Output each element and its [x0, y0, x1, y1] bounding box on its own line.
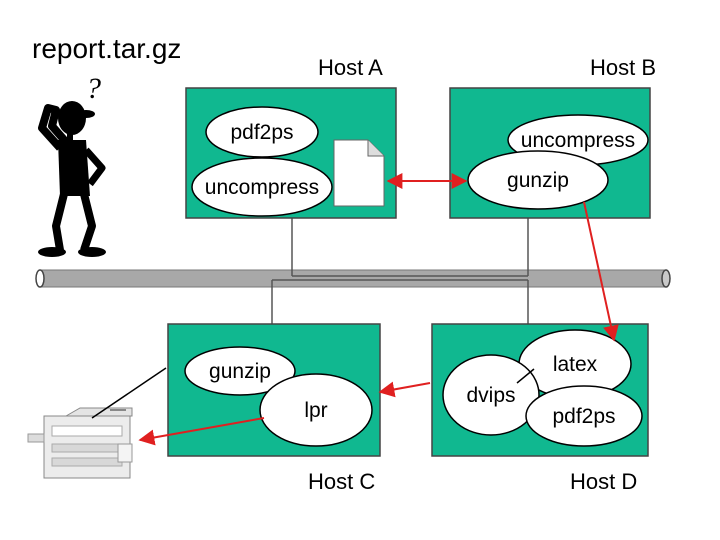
process-label: gunzip	[507, 169, 569, 192]
dvips-latex-link	[516, 368, 535, 384]
host-b-label: Host B	[590, 55, 656, 80]
process-dvips-d	[442, 354, 540, 436]
process-label: lpr	[304, 399, 327, 422]
confused-person-icon: ?	[38, 72, 106, 257]
process-gunzip-c	[184, 346, 296, 396]
file-title: report.tar.gz	[32, 33, 181, 64]
process-gunzip-b	[467, 150, 609, 210]
bus-connections	[271, 218, 529, 324]
process-label: latex	[553, 353, 598, 376]
process-pdf2ps-d	[525, 385, 643, 447]
host-d: latex dvips pdf2ps	[431, 323, 649, 457]
host-a-label: Host A	[318, 55, 383, 80]
host-c: gunzip lpr	[167, 323, 381, 457]
arrow-d-to-c	[378, 381, 431, 398]
printer-icon	[27, 407, 133, 479]
document-icon	[333, 139, 385, 207]
host-d-label: Host D	[570, 469, 637, 494]
network-bus-icon	[35, 269, 671, 288]
process-pdf2ps-a	[205, 106, 319, 158]
data-flow-arrows	[138, 173, 619, 446]
host-b: uncompress gunzip	[449, 87, 651, 219]
process-lpr-c	[259, 373, 373, 447]
process-label: uncompress	[521, 129, 635, 152]
printer-link	[91, 367, 167, 419]
host-c-label: Host C	[308, 469, 375, 494]
process-label: gunzip	[209, 360, 271, 383]
process-label: pdf2ps	[552, 405, 615, 428]
arrow-b-to-d	[583, 201, 619, 342]
process-label: pdf2ps	[230, 121, 293, 144]
arrow-c-to-printer	[138, 417, 265, 446]
process-label: uncompress	[205, 176, 319, 199]
process-label: dvips	[466, 384, 515, 407]
process-uncompress-a	[191, 157, 333, 217]
host-a: pdf2ps uncompress	[185, 87, 397, 219]
question-mark: ?	[86, 72, 101, 105]
